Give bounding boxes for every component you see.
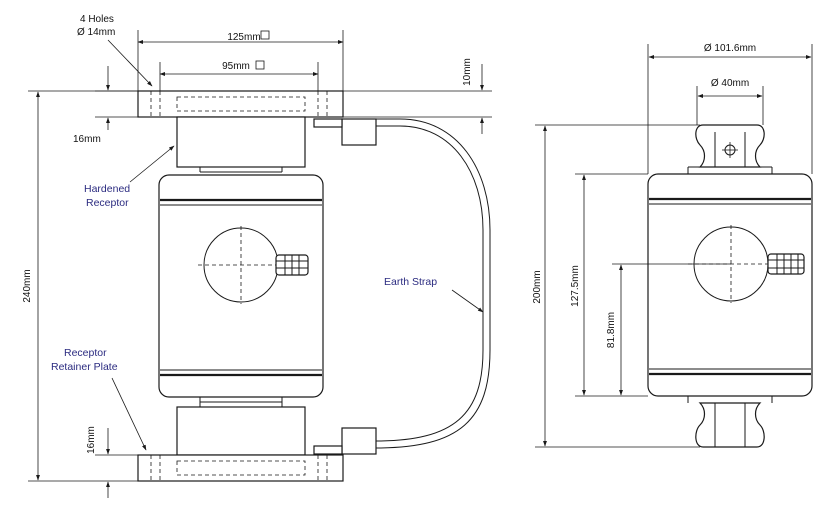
label-holes-diameter: Ø 14mm bbox=[77, 27, 115, 38]
bottom-plate bbox=[137, 454, 344, 482]
earth-strap bbox=[313, 118, 491, 455]
dim-diameter-40: Ø 40mm bbox=[711, 78, 749, 89]
top-plate-holes bbox=[150, 91, 328, 117]
dim-diameter-101: Ø 101.6mm bbox=[704, 43, 756, 54]
dim-16mm-bottom: 16mm bbox=[86, 426, 97, 454]
top-eye bbox=[695, 124, 765, 168]
side-view: 125mm 95mm 4 Holes Ø 14mm 10mm 16mm 240m… bbox=[22, 14, 492, 498]
label-hardened: Hardened bbox=[84, 183, 130, 195]
dim-127mm: 127.5mm bbox=[570, 265, 581, 307]
label-holes-count: 4 Holes bbox=[80, 14, 114, 25]
dim-125mm: 125mm bbox=[227, 32, 260, 43]
bottom-foot bbox=[695, 402, 765, 448]
bottom-plate-holes bbox=[150, 455, 328, 481]
square-symbol bbox=[255, 60, 265, 70]
front-cable-connector bbox=[767, 253, 805, 275]
top-plate bbox=[137, 90, 344, 118]
label-receptor-2: Receptor bbox=[64, 347, 107, 359]
dim-240mm: 240mm bbox=[22, 269, 33, 302]
dim-10mm: 10mm bbox=[462, 58, 473, 86]
front-body bbox=[647, 173, 813, 397]
label-receptor: Receptor bbox=[86, 197, 129, 209]
dim-200mm: 200mm bbox=[532, 270, 543, 303]
square-symbol bbox=[260, 30, 270, 40]
bottom-plate-recess bbox=[176, 460, 306, 476]
dim-81mm: 81.8mm bbox=[606, 312, 617, 348]
bottom-receptor bbox=[176, 406, 306, 456]
top-plate-recess bbox=[176, 96, 306, 112]
top-receptor bbox=[176, 116, 306, 168]
cable-connector bbox=[275, 254, 309, 276]
dim-95mm: 95mm bbox=[222, 61, 250, 72]
dim-16mm-top: 16mm bbox=[73, 134, 101, 145]
label-earth-strap: Earth Strap bbox=[384, 276, 437, 288]
label-retainer-plate: Retainer Plate bbox=[51, 361, 118, 373]
front-view: Ø 101.6mm Ø 40mm 200mm 127.5mm 81.8mm bbox=[532, 43, 813, 448]
